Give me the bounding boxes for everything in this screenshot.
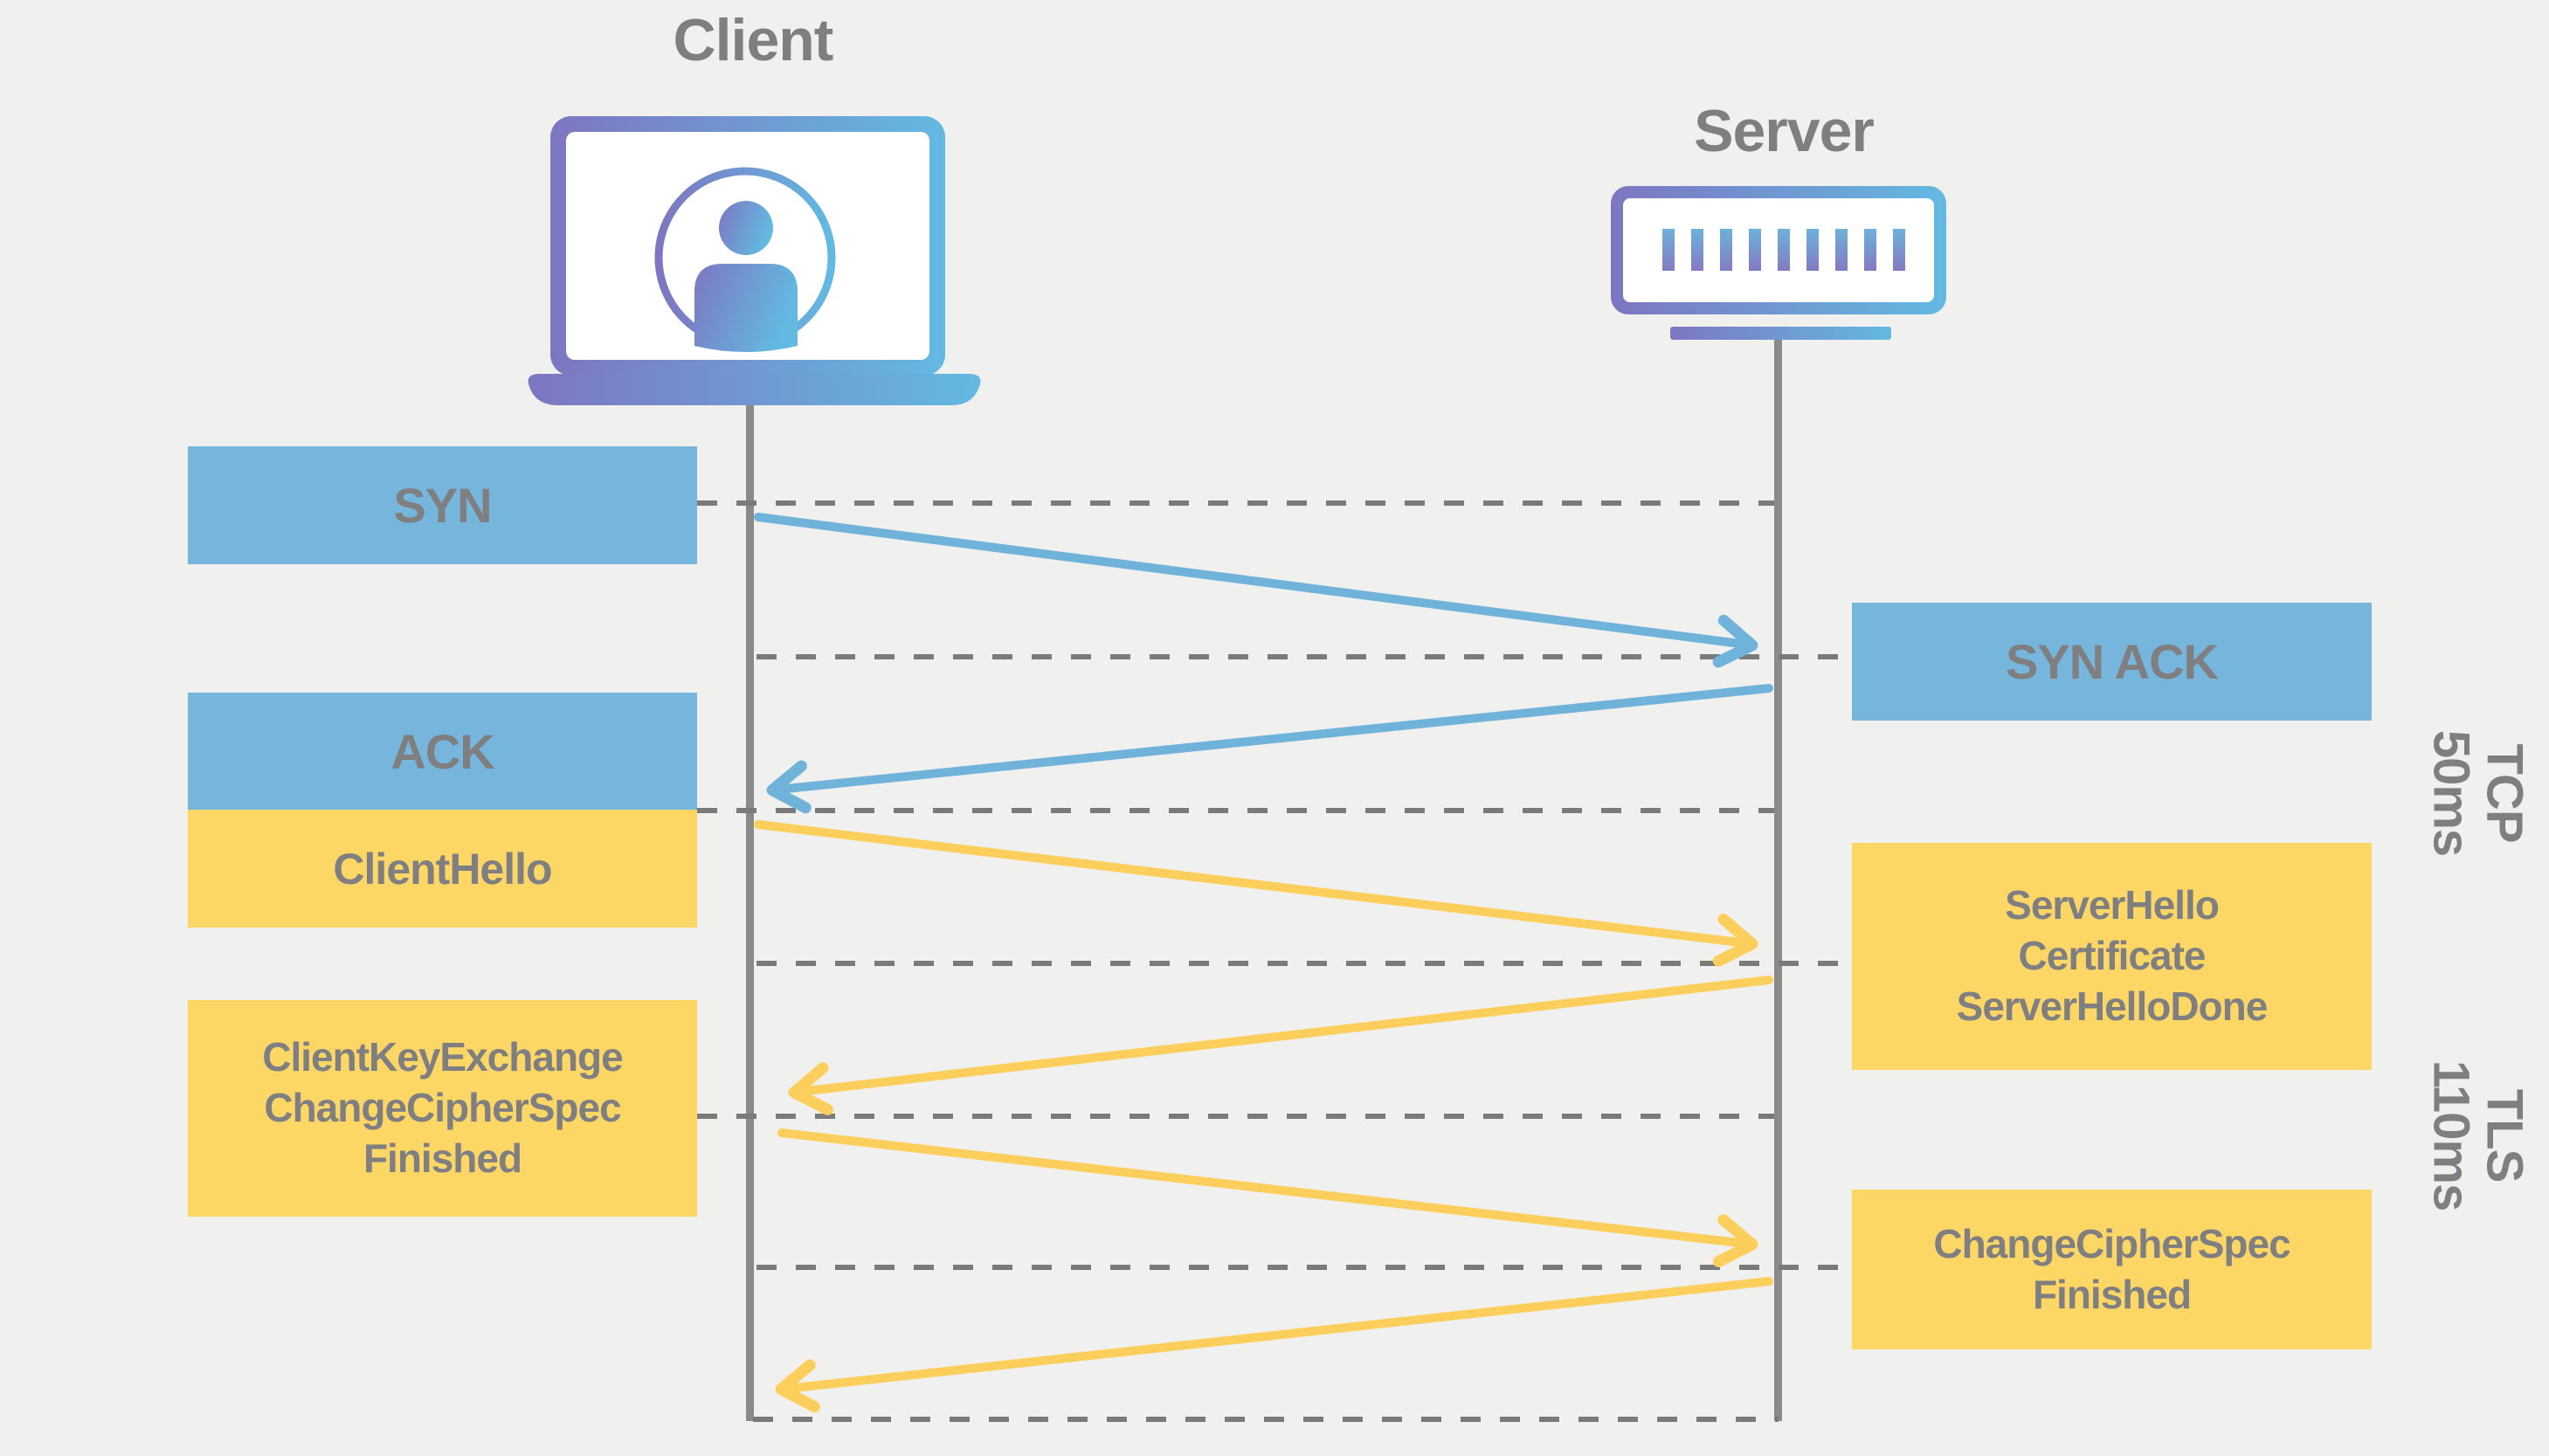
divider-bottom: [753, 1417, 1779, 1422]
arrow-client-hello: [754, 820, 1758, 967]
client-label: Client: [673, 7, 834, 73]
message-line: Finished: [363, 1135, 522, 1181]
message-box-syn: SYN: [188, 446, 697, 564]
message-box-server-hello: ServerHello Certificate ServerHelloDone: [1852, 843, 2372, 1070]
arrow-syn: [754, 513, 1758, 668]
message-line: ChangeCipherSpec: [1933, 1220, 2290, 1266]
arrow-syn-ack: [766, 684, 1773, 814]
message-line: Finished: [2032, 1271, 2192, 1317]
message-line: ServerHello: [2005, 882, 2220, 928]
message-box-client-key-exchange: ClientKeyExchange ChangeCipherSpec Finis…: [188, 1000, 697, 1217]
divider-clientkeyexchange: [697, 1114, 1774, 1119]
divider-ack-clienthello: [697, 808, 1774, 813]
server-slots: [1662, 229, 1905, 271]
laptop-user-icon: [528, 116, 981, 405]
phase-label-tcp: TCP 50ms: [2422, 729, 2533, 857]
message-line: ClientHello: [333, 844, 552, 894]
message-line: ClientKeyExchange: [262, 1034, 623, 1080]
message-line: SYN ACK: [2006, 634, 2219, 689]
phase-label-tls: TLS 110ms: [2422, 1059, 2533, 1211]
avatar-head: [719, 201, 773, 255]
divider-serverhello: [756, 961, 1852, 966]
arrow-server-hello: [788, 976, 1773, 1115]
divider-changecipherspec: [756, 1265, 1852, 1270]
message-line: SYN: [393, 478, 492, 533]
server-lifeline: [1774, 340, 1782, 1421]
message-line: ChangeCipherSpec: [264, 1085, 621, 1131]
divider-syn: [697, 500, 1774, 506]
message-box-client-hello: ClientHello: [188, 810, 697, 928]
arrow-client-finished: [777, 1128, 1758, 1267]
message-box-syn-ack: SYN ACK: [1852, 603, 2372, 721]
server-icon: [1611, 186, 1946, 340]
message-box-change-cipher-spec: ChangeCipherSpec Finished: [1852, 1190, 2372, 1349]
laptop-base: [528, 374, 981, 405]
message-line: ACK: [390, 723, 494, 779]
server-label: Server: [1694, 98, 1875, 164]
divider-syn-ack: [756, 654, 1852, 659]
message-line: ServerHelloDone: [1956, 983, 2269, 1029]
server-base: [1670, 327, 1891, 340]
client-lifeline: [746, 405, 754, 1421]
avatar-shoulders: [694, 264, 798, 352]
message-box-ack: ACK: [188, 693, 697, 810]
message-line: Certificate: [2018, 933, 2207, 979]
arrow-server-finished: [775, 1277, 1773, 1413]
